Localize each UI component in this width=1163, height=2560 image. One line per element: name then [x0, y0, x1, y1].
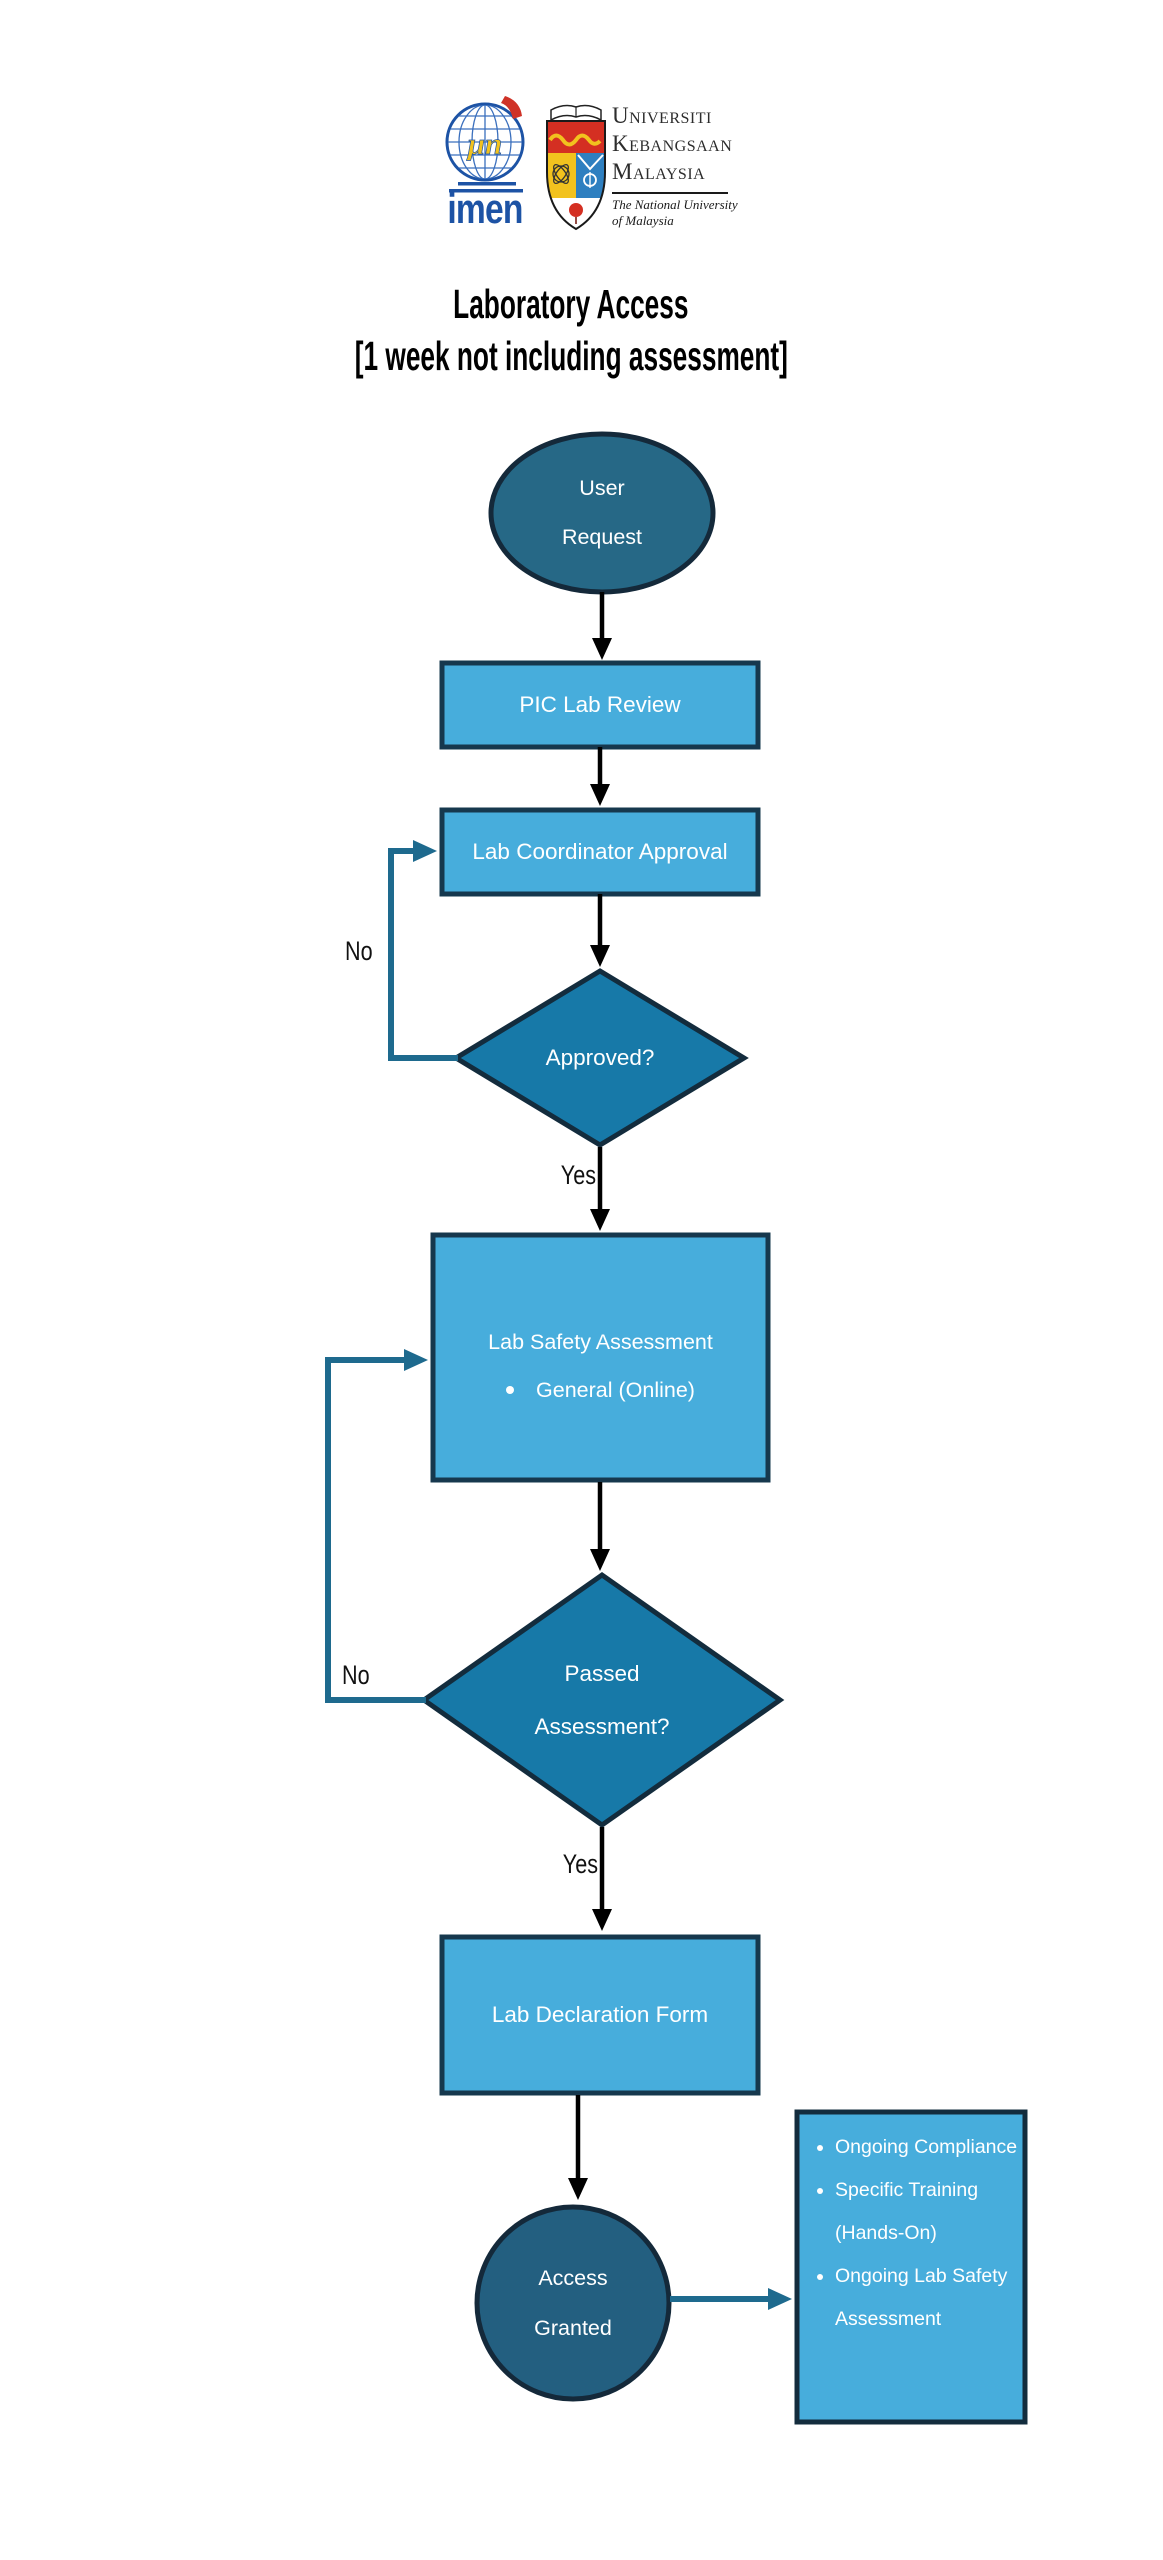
label-line: Passed: [564, 1661, 640, 1686]
imen-red-ribbon: [501, 96, 522, 119]
lab-coordinator-approval-label: Lab Coordinator Approval: [472, 839, 728, 864]
university-name-line: Malaysia: [612, 159, 706, 184]
label-line: Lab Safety Assessment: [488, 1330, 713, 1354]
university-name-line: Kebangsaan: [612, 131, 733, 156]
pic-lab-review-label: PIC Lab Review: [519, 692, 681, 717]
ukm-crest: [546, 104, 606, 231]
post-access-side-box: Ongoing Compliance Specific Training (Ha…: [797, 2112, 1025, 2422]
tagline-line: The National University: [612, 197, 738, 212]
crest-flower: [569, 203, 583, 217]
list-item: Ongoing Lab Safety Assessment: [835, 2255, 1025, 2341]
label-line: Request: [561, 525, 643, 549]
crest-tools: [577, 154, 604, 188]
post-access-side-box-shape: [794, 2109, 1028, 2425]
label-line: User: [579, 476, 625, 500]
approved-decision-label: Approved?: [545, 1045, 655, 1070]
wordmark-divider: [612, 192, 728, 194]
list-item: Ongoing Compliance: [835, 2126, 1025, 2169]
post-access-list: Ongoing Compliance Specific Training (Ha…: [797, 2126, 1025, 2341]
label-bullet-line: General (Online): [433, 1366, 768, 1414]
access-granted-shape: [474, 2204, 672, 2402]
connector-no-loop-assessment: [325, 1349, 428, 1703]
flow-connectors: [568, 592, 612, 2200]
crest-outline: [546, 120, 606, 231]
bullet-text: General (Online): [536, 1378, 695, 1402]
edge-label-no-1: No: [345, 936, 373, 966]
edge-label-yes-1: Yes: [560, 1160, 596, 1190]
title-line-2: [1 week not including assessment]: [0, 330, 1142, 382]
title-text: Laboratory Access: [453, 281, 689, 327]
lab-declaration-form-shape: [439, 1934, 761, 2096]
access-granted-label: Access Granted: [473, 2253, 673, 2353]
lab-declaration-form-label: Lab Declaration Form: [491, 2002, 709, 2027]
label-line: Assessment?: [534, 1714, 670, 1739]
imen-wordmark: imen: [447, 185, 523, 232]
lab-safety-assessment-label: Lab Safety Assessment General (Online): [433, 1318, 768, 1414]
approved-decision-shape: [451, 968, 749, 1148]
crest-yellow-quarter: [547, 153, 576, 198]
imen-logo: μn: [445, 96, 525, 193]
imen-stand-bar: [458, 182, 516, 186]
imen-symbol: μn: [466, 126, 502, 161]
university-wordmark: Universiti Kebangsaan Malaysia: [612, 102, 752, 186]
imen-stand-bar: [449, 189, 523, 193]
lab-safety-assessment-shape: [430, 1232, 771, 1483]
bullet-marker: [506, 1386, 515, 1394]
university-tagline: The National University of Malaysia: [612, 197, 762, 229]
title-line-1: Laboratory Access: [0, 278, 1142, 330]
university-name-line: Universiti: [612, 103, 712, 128]
label-line: Access: [538, 2266, 608, 2290]
globe-grid: [448, 105, 522, 179]
loop-connectors: [325, 840, 792, 2310]
edge-label-no-2: No: [342, 1660, 370, 1690]
title-text: [1 week not including assessment]: [354, 333, 788, 379]
passed-assessment-label: Passed Assessment?: [462, 1647, 742, 1753]
crest-tiger: [548, 133, 602, 147]
tagline-line: of Malaysia: [612, 213, 674, 228]
edge-label-yes-2: Yes: [562, 1849, 598, 1879]
crest-atom: [552, 163, 570, 185]
page-title: Laboratory Access [1 week not including …: [0, 278, 1142, 382]
label-line: Granted: [534, 2316, 612, 2340]
connector-no-loop-approval: [388, 840, 458, 1061]
passed-assessment-decision-shape: [419, 1571, 785, 1829]
user-request-label: User Request: [492, 464, 712, 562]
list-item: Specific Training (Hands-On): [835, 2169, 1025, 2255]
